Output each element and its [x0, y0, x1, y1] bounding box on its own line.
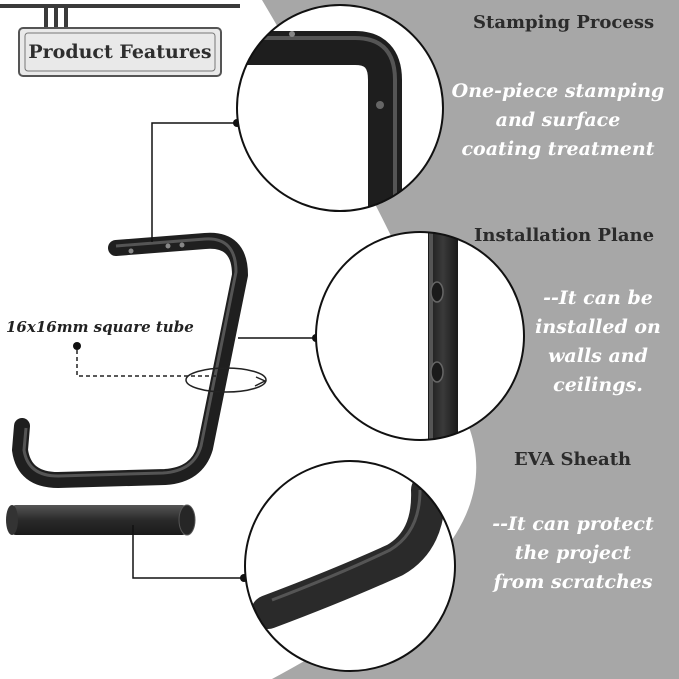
connector-lines: [132, 122, 316, 579]
eva-detail-circle: [244, 460, 456, 672]
eva-sheath-tube: [6, 504, 196, 536]
badge-label: Product Features: [28, 41, 212, 63]
product-features-badge: [18, 27, 222, 77]
feature-desc-line: from scratches: [493, 571, 653, 593]
feature-desc-line: and surface: [495, 109, 621, 131]
feature-desc-line: the project: [514, 542, 632, 564]
feature-desc-line: coating treatment: [461, 138, 655, 160]
feature-desc-line: --It can be: [543, 287, 653, 309]
bracket-hook: [12, 232, 248, 488]
feature-title-eva: EVA Sheath: [514, 449, 632, 470]
feature-desc-stamping: One-piece stamping and surface coating t…: [440, 77, 676, 164]
stamping-detail-circle: [236, 4, 444, 212]
feature-desc-installation: --It can be installed on walls and ceili…: [520, 284, 676, 400]
feature-desc-line: walls and: [548, 345, 648, 367]
feature-desc-line: --It can protect: [492, 513, 654, 535]
feature-desc-line: One-piece stamping: [451, 80, 665, 102]
feature-title-stamping: Stamping Process: [473, 12, 655, 33]
hanging-rail-icon: [0, 4, 240, 28]
tube-pointer: [73, 342, 220, 377]
feature-desc-eva: --It can protect the project from scratc…: [470, 510, 676, 597]
installation-detail-circle: [315, 231, 525, 441]
feature-title-installation: Installation Plane: [474, 225, 655, 246]
rotation-arrow-icon: [185, 367, 267, 393]
tube-size-label: 16x16mm square tube: [6, 318, 194, 336]
feature-desc-line: installed on: [535, 316, 661, 338]
feature-desc-line: ceilings.: [553, 374, 643, 396]
